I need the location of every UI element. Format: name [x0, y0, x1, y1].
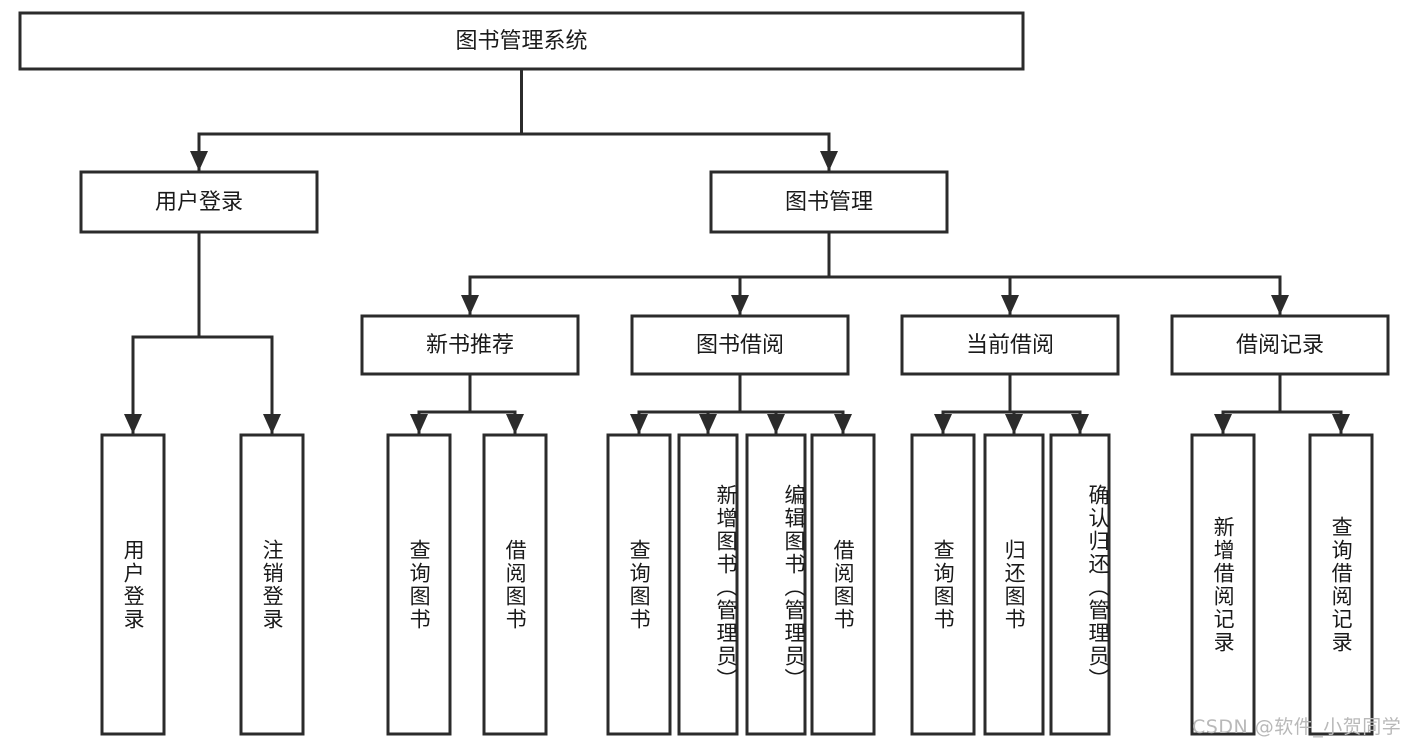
- box-outline: [1190, 433, 1256, 736]
- node-l3-current-borrow[interactable]: 当前借阅: [900, 314, 1120, 376]
- node-l2-user-login[interactable]: 用户登录: [79, 170, 319, 234]
- box-outline: [810, 433, 876, 736]
- box-outline: [606, 433, 672, 736]
- arrow-bookmanage-to-book-borrow: [731, 295, 749, 315]
- arrow-root-to-book-manage: [820, 151, 838, 171]
- arrow-root-to-user-login: [190, 151, 208, 171]
- connectors-layer: [124, 67, 1350, 435]
- node-leaf-leaf-borrow-book-1[interactable]: [482, 433, 548, 736]
- arrow-new-book-recommend-to-leaf-query-book-1: [410, 414, 428, 434]
- box-outline: [386, 433, 452, 736]
- box-outline: [482, 433, 548, 736]
- node-leaf-leaf-add-record[interactable]: [1190, 433, 1256, 736]
- node-leaf-leaf-query-record[interactable]: [1308, 433, 1374, 736]
- node-leaf-leaf-edit-book[interactable]: [745, 433, 807, 736]
- node-leaf-leaf-user-login[interactable]: [100, 433, 166, 736]
- arrow-borrow-record-to-leaf-add-record: [1214, 414, 1232, 434]
- node-leaf-leaf-logout[interactable]: [239, 433, 305, 736]
- arrow-user-login-to-leaf-user-login: [124, 414, 142, 434]
- csdn-watermark: CSDN @软件_小贺同学: [1192, 716, 1402, 738]
- node-leaf-leaf-query-book-2[interactable]: [606, 433, 672, 736]
- box-outline: [1170, 314, 1390, 376]
- node-label: 新书推荐: [426, 333, 514, 358]
- arrow-bookmanage-to-current-borrow: [1001, 295, 1019, 315]
- node-leaf-leaf-add-book[interactable]: [677, 433, 739, 736]
- box-outline: [239, 433, 305, 736]
- node-leaf-leaf-return-book[interactable]: [983, 433, 1045, 736]
- node-leaf-leaf-borrow-book-2[interactable]: [810, 433, 876, 736]
- box-outline: [79, 170, 319, 234]
- arrow-borrow-record-to-leaf-query-record: [1332, 414, 1350, 434]
- node-label: 图书管理系统: [455, 29, 587, 54]
- arrow-current-borrow-to-leaf-query-book-3: [934, 414, 952, 434]
- node-leaf-leaf-query-book-3[interactable]: [910, 433, 976, 736]
- node-l2-book-manage[interactable]: 图书管理: [709, 170, 949, 234]
- node-l3-book-borrow[interactable]: 图书借阅: [630, 314, 850, 376]
- box-outline: [1049, 433, 1111, 736]
- arrow-user-login-to-leaf-logout: [263, 414, 281, 434]
- box-outline: [100, 433, 166, 736]
- box-outline: [709, 170, 949, 234]
- node-label: 当前借阅: [966, 333, 1054, 358]
- node-label: 用户登录: [155, 190, 243, 215]
- arrow-bookmanage-to-new-book-recommend: [461, 295, 479, 315]
- node-l3-borrow-record[interactable]: 借阅记录: [1170, 314, 1390, 376]
- arrow-book-borrow-to-leaf-query-book-2: [630, 414, 648, 434]
- arrow-current-borrow-to-leaf-confirm-return: [1071, 414, 1089, 434]
- arrow-book-borrow-to-leaf-add-book: [699, 414, 717, 434]
- box-outline: [983, 433, 1045, 736]
- box-outline: [910, 433, 976, 736]
- box-outline: [900, 314, 1120, 376]
- box-outline: [360, 314, 580, 376]
- node-leaf-leaf-query-book-1[interactable]: [386, 433, 452, 736]
- node-label: 图书管理: [785, 190, 873, 215]
- box-outline: [18, 11, 1025, 71]
- box-outline: [1308, 433, 1374, 736]
- arrow-book-borrow-to-leaf-borrow-book-2: [834, 414, 852, 434]
- node-l3-new-book-recommend[interactable]: 新书推荐: [360, 314, 580, 376]
- arrow-current-borrow-to-leaf-return-book: [1005, 414, 1023, 434]
- node-root-root[interactable]: 图书管理系统: [18, 11, 1025, 71]
- box-outline: [745, 433, 807, 736]
- node-leaf-leaf-confirm-return[interactable]: [1049, 433, 1111, 736]
- arrow-book-borrow-to-leaf-edit-book: [767, 414, 785, 434]
- arrow-new-book-recommend-to-leaf-borrow-book-1: [506, 414, 524, 434]
- arrow-bookmanage-to-borrow-record: [1271, 295, 1289, 315]
- box-outline: [630, 314, 850, 376]
- node-label: 图书借阅: [696, 333, 784, 358]
- box-outline: [677, 433, 739, 736]
- node-label: 借阅记录: [1236, 333, 1324, 358]
